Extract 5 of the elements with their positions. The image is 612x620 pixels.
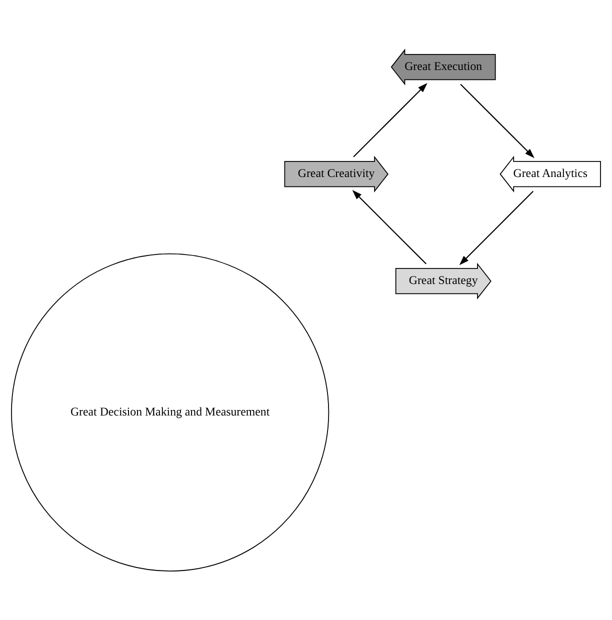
arrow [459, 190, 534, 265]
arrow [460, 83, 534, 158]
arrow [353, 82, 428, 157]
node-circle: Great Decision Making and Measurement [11, 252, 330, 571]
arrow [352, 190, 427, 264]
